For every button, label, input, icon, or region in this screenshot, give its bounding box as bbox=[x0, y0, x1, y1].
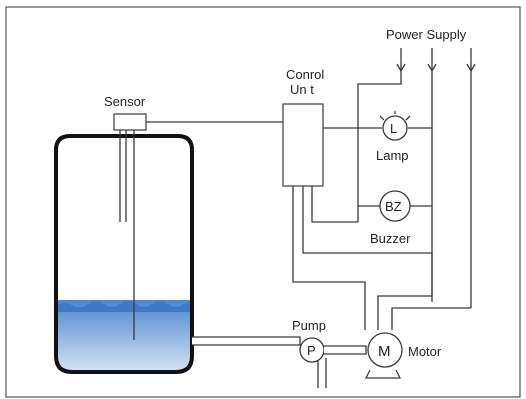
pump-label: Pump bbox=[292, 318, 326, 333]
motor-label: Motor bbox=[408, 344, 442, 359]
tank-outline bbox=[54, 134, 194, 374]
pump: P bbox=[299, 337, 327, 388]
control-unit-label-line2: Un t bbox=[290, 82, 314, 97]
control-unit bbox=[282, 103, 324, 187]
sensor bbox=[113, 113, 147, 340]
buzzer-letter: BZ bbox=[385, 199, 402, 214]
lamp-letter: L bbox=[390, 121, 397, 136]
water-wave bbox=[56, 301, 192, 312]
buzzer-symbol: BZ bbox=[379, 190, 411, 222]
control-unit-label-line1: Conrol bbox=[286, 67, 324, 82]
sensor-label: Sensor bbox=[104, 94, 146, 109]
motor-letter: M bbox=[378, 343, 391, 360]
lamp-label: Lamp bbox=[376, 148, 409, 163]
shaft bbox=[324, 345, 367, 355]
diagram-frame bbox=[5, 6, 521, 398]
sensor-head bbox=[113, 113, 147, 131]
tank bbox=[54, 134, 194, 374]
pump-letter: P bbox=[307, 343, 316, 358]
power-supply-label: Power Supply bbox=[386, 27, 467, 42]
pipe-tank-pump bbox=[192, 336, 301, 346]
motor: M bbox=[364, 332, 403, 379]
buzzer-label: Buzzer bbox=[370, 231, 411, 246]
lamp-symbol: L bbox=[379, 111, 411, 141]
